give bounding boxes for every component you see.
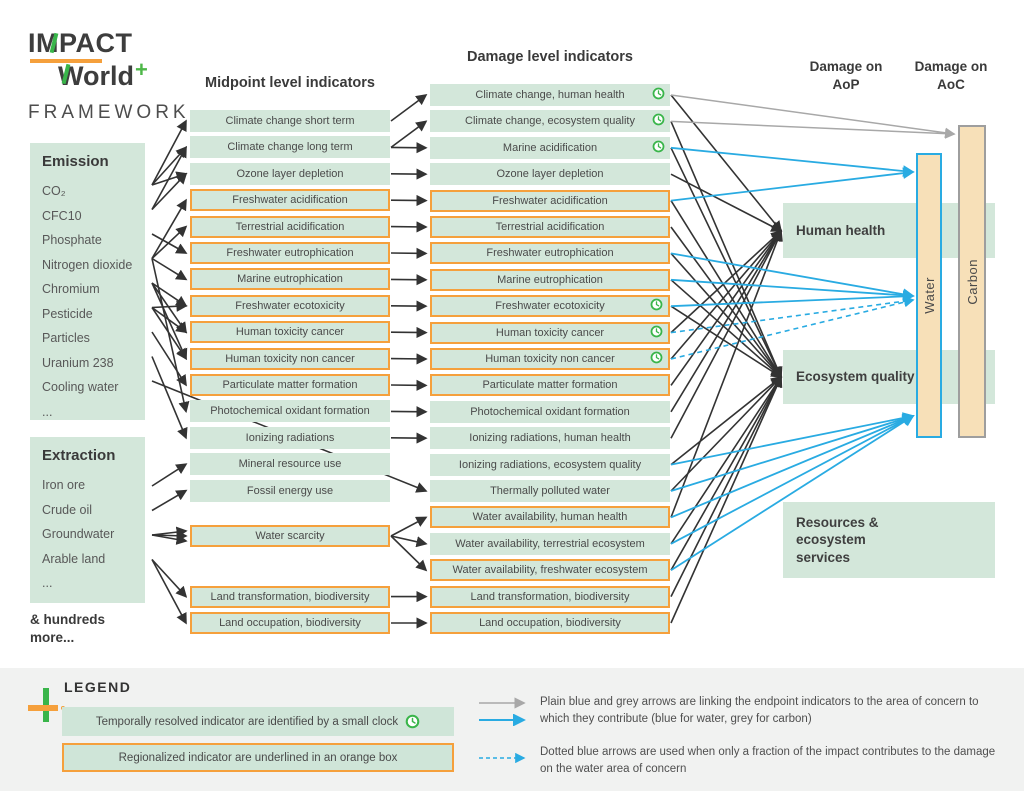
impact-world-framework-diagram: IMPACT World+ FRAMEWORK Midpoint level i… xyxy=(0,29,1024,791)
arrow-network xyxy=(151,93,956,629)
